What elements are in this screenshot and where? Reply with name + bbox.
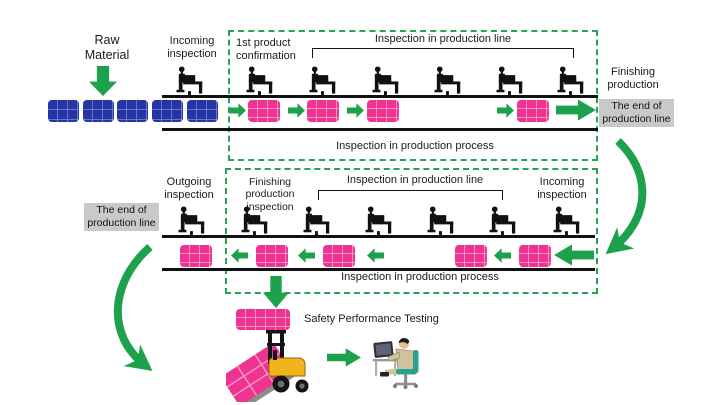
product-block — [367, 100, 399, 122]
conveyor-bottom-line-1 — [162, 128, 598, 131]
conveyor-bottom-line-2 — [162, 268, 595, 271]
product-block — [256, 245, 288, 267]
inspection-line-bracket-bottom — [318, 190, 503, 200]
worker-icon — [430, 66, 463, 95]
inspection-in-line-label-bottom: Inspection in production line — [346, 174, 484, 186]
safety-testing-label: Safety Performance Testing — [304, 313, 439, 325]
raw-material-block — [83, 100, 114, 122]
to-operator-arrow-icon — [327, 348, 361, 367]
incoming-inspection-label-bottom: Incoming inspection — [537, 176, 587, 201]
worker-icon — [172, 66, 205, 95]
worker-icon — [553, 66, 586, 95]
inspection-in-process-label-top: Inspection in production process — [336, 140, 494, 152]
curved-arrow-left-icon — [113, 243, 153, 371]
finishing-production-inspection-label: Finishing production inspection — [245, 176, 295, 213]
end-of-line-text-bottom: The end of production line — [87, 203, 156, 229]
first-product-confirmation-label: 1st product confirmation — [236, 37, 296, 62]
computer-operator-icon — [373, 337, 419, 389]
worker-icon — [368, 66, 401, 95]
inspection-in-process-label-bottom: Inspection in production process — [341, 271, 499, 283]
worker-icon — [305, 66, 338, 95]
worker-icon — [237, 206, 270, 235]
worker-icon — [485, 206, 518, 235]
worker-icon — [299, 206, 332, 235]
production-line-box-bottom — [225, 168, 598, 294]
incoming-inspection-label-top: Incoming inspection — [167, 35, 217, 60]
curved-arrow-right-icon — [605, 138, 647, 255]
end-of-line-box-bottom: The end of production line — [84, 203, 159, 231]
forklift-icon — [226, 330, 309, 402]
inspection-in-line-label-top: Inspection in production line — [374, 33, 512, 45]
safety-testing-product-block — [236, 309, 290, 330]
conveyor-top-line-1 — [162, 95, 598, 98]
raw-material-block — [48, 100, 79, 122]
worker-icon — [492, 66, 525, 95]
product-block — [455, 245, 487, 267]
raw-material-block — [187, 100, 218, 122]
raw-material-down-arrow-icon — [89, 66, 117, 96]
product-block — [519, 245, 551, 267]
raw-material-block — [117, 100, 148, 122]
product-block — [180, 245, 212, 267]
raw-material-label: Raw Material — [84, 33, 130, 62]
conveyor-top-line-2 — [162, 235, 595, 238]
worker-icon — [174, 206, 207, 235]
finishing-production-label: Finishing production — [607, 66, 659, 91]
product-block — [323, 245, 355, 267]
product-block — [517, 100, 549, 122]
product-block — [307, 100, 339, 122]
outgoing-inspection-label: Outgoing inspection — [164, 176, 214, 201]
worker-icon — [549, 206, 582, 235]
raw-material-block — [152, 100, 183, 122]
product-block — [248, 100, 280, 122]
end-of-line-box-top: The end of production line — [599, 99, 674, 127]
worker-icon — [423, 206, 456, 235]
worker-icon — [361, 206, 394, 235]
inspection-line-bracket-top — [312, 48, 574, 58]
end-of-line-text-top: The end of production line — [602, 99, 671, 125]
worker-icon — [242, 66, 275, 95]
